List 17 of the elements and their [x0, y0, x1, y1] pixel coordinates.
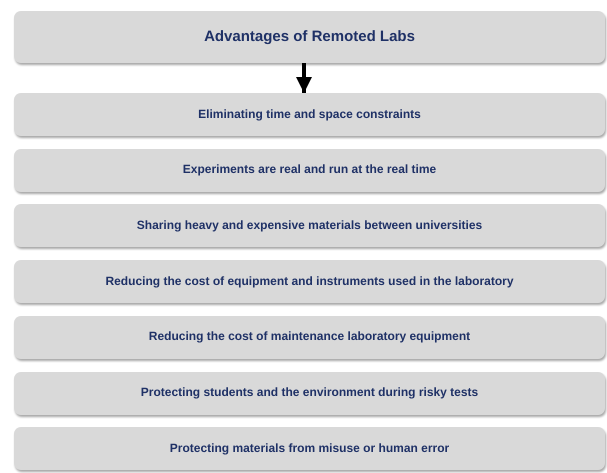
advantage-box — [14, 316, 605, 359]
advantage-text: Reducing the cost of maintenance laboratory equipment — [148, 330, 470, 344]
advantage-text: Sharing heavy and expensive materials between universities — [136, 218, 482, 233]
advantage-text: Reducing the cost of equipment and instruments used in the laboratory — [105, 274, 514, 288]
advantage-box — [14, 93, 605, 136]
advantage-text: Protecting materials from misuse or human error — [170, 442, 450, 456]
advantage-box — [14, 260, 605, 304]
advantage-box — [14, 204, 605, 248]
advantage-text: Protecting students and the environment during risky tests — [140, 386, 478, 400]
advantage-text: Experiments are real and run at the real time — [182, 163, 436, 178]
advantage-box — [14, 372, 605, 414]
advantage-text: Eliminating time and space constraints — [198, 108, 421, 122]
advantage-box — [14, 427, 605, 470]
arrow — [296, 63, 312, 93]
heading-text: Advantages of Remoted Labs — [204, 28, 415, 46]
title-box — [14, 11, 605, 63]
advantage-box — [14, 148, 605, 192]
